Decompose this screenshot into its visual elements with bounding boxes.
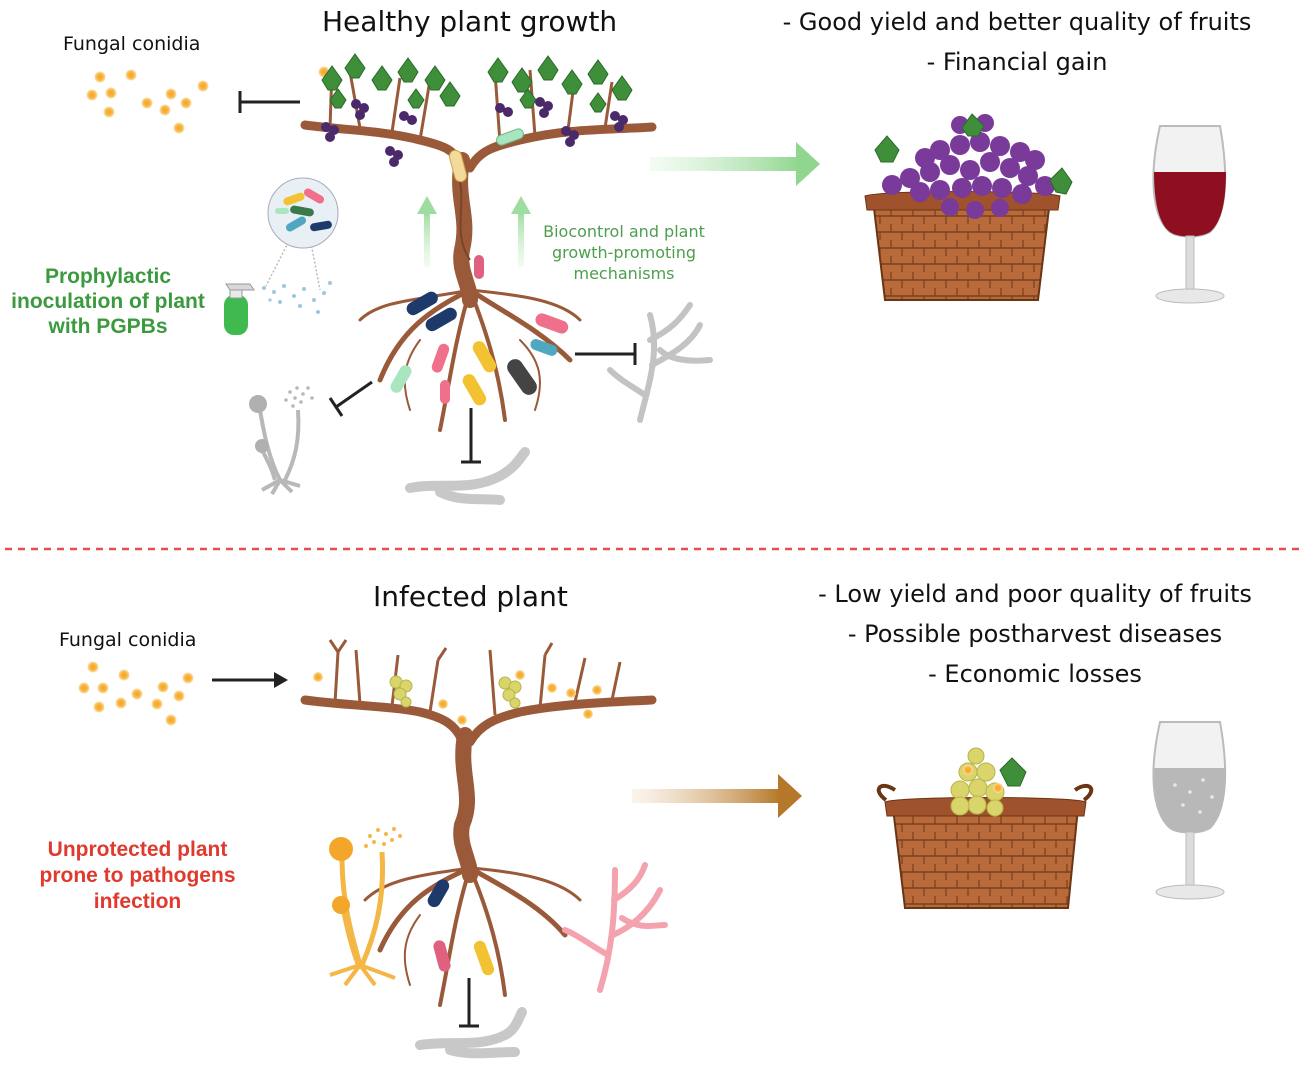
- inhibition-bottom-icon: [461, 408, 481, 464]
- inhibition-right-icon: [575, 343, 637, 365]
- purple-grape-basket-icon: [864, 113, 1073, 301]
- infected-conidia: [78, 661, 194, 726]
- healthy-conidia: [86, 66, 330, 134]
- inoculation-label: Prophylactic inoculation of plant with P…: [11, 265, 205, 338]
- grey-hyphae-bottom-icon: [405, 447, 530, 505]
- growth-arrows: [417, 196, 531, 267]
- infected-outcome-arrow: [632, 774, 802, 818]
- unprotected-label: Unprotected plant prone to pathogens inf…: [39, 838, 236, 913]
- red-wine-glass-icon: [1152, 125, 1227, 304]
- grey-fungus-left-icon: [258, 409, 301, 495]
- healthy-conidia-label: Fungal conidia: [63, 33, 201, 55]
- healthy-vine: [300, 53, 657, 432]
- inhibition-bottom-infected-icon: [459, 978, 479, 1028]
- spray-bottle-icon: [224, 281, 332, 335]
- mechanism-label: Biocontrol and plant growth-promoting me…: [543, 222, 705, 283]
- conidia-inhibition-icon: [238, 91, 300, 113]
- healthy-outcomes: - Good yield and better quality of fruit…: [772, 2, 1262, 82]
- healthy-outcome-arrow: [650, 142, 820, 186]
- infected-outcome-1: - Low yield and poor quality of fruits: [818, 580, 1252, 608]
- inhibition-left-icon: [328, 380, 373, 417]
- infected-outcome-2: - Possible postharvest diseases: [847, 620, 1223, 648]
- grey-wine-glass-icon: [1152, 721, 1227, 900]
- healthy-outcome-2: - Financial gain: [926, 48, 1108, 76]
- infected-vine: [300, 639, 657, 1007]
- orange-fungus-icon: [329, 827, 402, 987]
- healthy-title: Healthy plant growth: [322, 5, 618, 38]
- grey-hyphae-bottom-infected-icon: [415, 1007, 527, 1059]
- conidia-infection-arrow: [212, 672, 288, 688]
- grey-sporangium-icon: [249, 395, 267, 413]
- infected-outcomes: - Low yield and poor quality of fruits -…: [790, 574, 1280, 694]
- infected-title: Infected plant: [373, 580, 568, 613]
- infected-conidia-label: Fungal conidia: [59, 629, 197, 651]
- healthy-outcome-1: - Good yield and better quality of fruit…: [782, 8, 1252, 36]
- grey-hyphae-right-icon: [607, 302, 713, 423]
- magnifier-bacteria-icon: [265, 177, 339, 291]
- green-grape-basket-icon: [876, 747, 1094, 909]
- grey-spores-icon: [284, 386, 314, 408]
- infected-outcome-3: - Economic losses: [928, 660, 1142, 688]
- pink-hyphae-icon: [562, 862, 668, 993]
